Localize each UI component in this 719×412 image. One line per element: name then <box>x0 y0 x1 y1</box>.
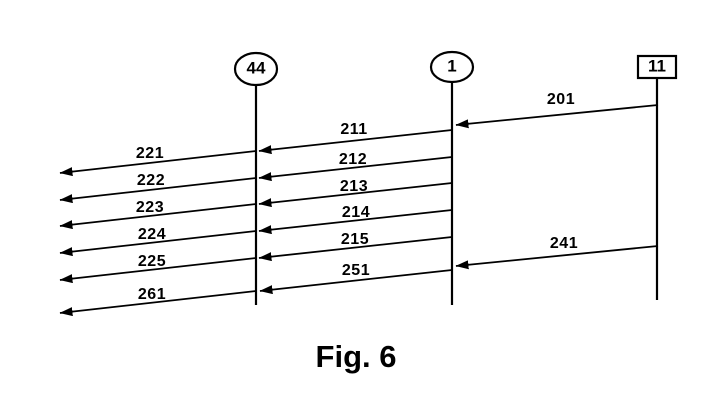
message-label-251: 251 <box>341 262 371 279</box>
message-label-214: 214 <box>341 204 371 221</box>
message-arrow-215 <box>258 236 453 262</box>
message-label-261: 261 <box>137 286 167 303</box>
message-label-223: 223 <box>135 199 165 216</box>
message-arrow-221 <box>59 150 257 177</box>
message-arrow-225 <box>59 257 257 284</box>
node-shape-1 <box>429 50 475 84</box>
message-label-213: 213 <box>339 178 369 195</box>
message-arrow-251 <box>259 269 453 295</box>
message-arrow-212 <box>258 156 453 182</box>
message-label-211: 211 <box>340 121 368 138</box>
node-label-1: 1 <box>447 56 457 76</box>
message-arrow-201 <box>455 104 659 129</box>
node-label-44: 44 <box>246 58 266 78</box>
message-arrow-261 <box>59 290 257 317</box>
figure-caption: Fig. 6 <box>315 339 397 374</box>
message-arrow-222 <box>59 177 257 204</box>
message-label-212: 212 <box>338 151 368 168</box>
message-label-221: 221 <box>135 145 165 162</box>
message-arrow-211 <box>258 129 453 155</box>
messages-layer <box>59 104 659 317</box>
nodes-layer <box>233 50 678 87</box>
message-arrow-223 <box>59 203 257 230</box>
node-shape-11 <box>636 54 678 80</box>
message-label-222: 222 <box>136 172 166 189</box>
node-label-11: 11 <box>648 56 666 76</box>
message-label-224: 224 <box>137 226 167 243</box>
message-arrow-214 <box>258 209 453 235</box>
message-label-225: 225 <box>137 253 167 270</box>
lifelines-layer <box>254 78 659 305</box>
message-label-215: 215 <box>340 231 370 248</box>
message-arrow-213 <box>258 182 453 208</box>
message-label-241: 241 <box>549 235 579 252</box>
message-label-201: 201 <box>546 91 576 108</box>
message-arrow-241 <box>455 245 659 270</box>
message-arrow-224 <box>59 230 257 257</box>
node-shape-44 <box>233 51 279 87</box>
